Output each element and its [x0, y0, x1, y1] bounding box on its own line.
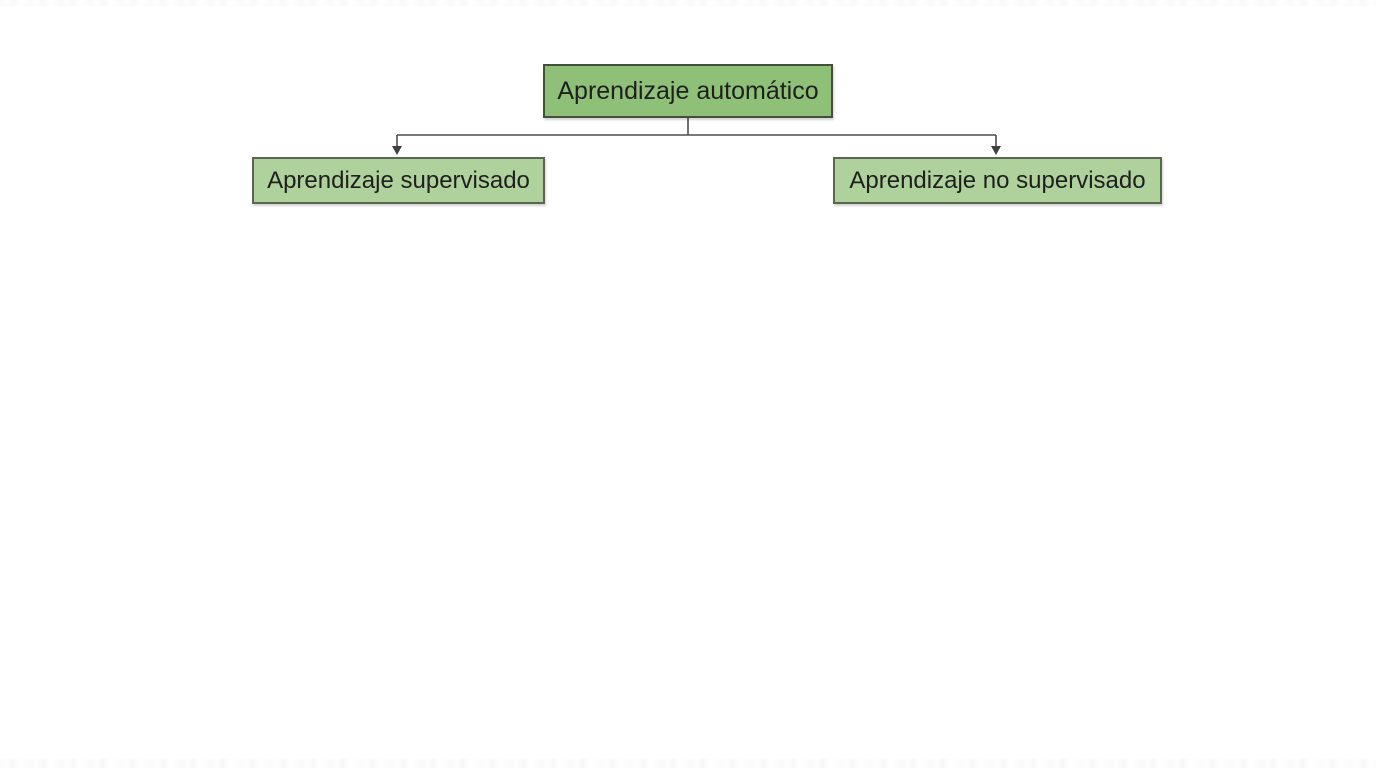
arrowhead-right-icon — [991, 146, 1001, 155]
node-aprendizaje-no-supervisado: Aprendizaje no supervisado — [833, 157, 1162, 204]
bottom-edge-noise — [0, 759, 1376, 768]
top-edge-noise — [0, 0, 1376, 6]
node-label: Aprendizaje no supervisado — [849, 166, 1146, 194]
node-label: Aprendizaje automático — [557, 76, 819, 105]
node-label: Aprendizaje supervisado — [267, 166, 530, 194]
node-aprendizaje-automatico: Aprendizaje automático — [543, 64, 833, 118]
arrowhead-left-icon — [392, 146, 402, 155]
node-aprendizaje-supervisado: Aprendizaje supervisado — [252, 157, 545, 204]
